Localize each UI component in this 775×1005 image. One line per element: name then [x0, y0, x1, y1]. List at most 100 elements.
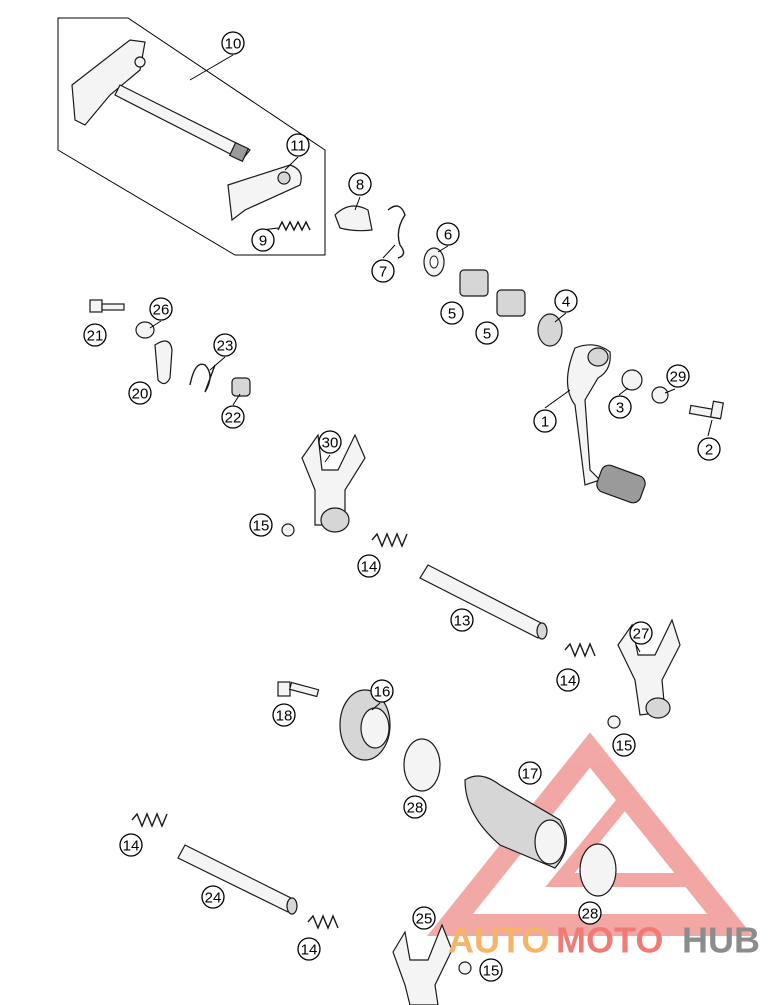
spring-14d — [307, 914, 339, 930]
callout-circle — [578, 901, 602, 925]
callout-c10: 10 — [221, 31, 245, 55]
callout-label: 22 — [225, 410, 242, 427]
callout-c14c: 14 — [119, 833, 143, 857]
callout-circle — [221, 31, 245, 55]
spring-14c — [131, 812, 168, 828]
bolt-2 — [688, 400, 725, 420]
spring-14b — [564, 642, 596, 658]
callout-label: 2 — [705, 442, 713, 459]
shift-rod-13 — [419, 564, 548, 640]
callout-circle — [518, 761, 542, 785]
callout-label: 18 — [276, 708, 293, 725]
ratchet-part — [334, 205, 373, 232]
callout-c17: 17 — [518, 761, 542, 785]
callout-label: 10 — [225, 36, 242, 53]
callout-label: 11 — [290, 138, 306, 155]
callout-circle — [479, 958, 503, 982]
drum-locating-16 — [339, 689, 391, 761]
callout-c27: 27 — [629, 621, 653, 645]
callout-c3: 3 — [608, 395, 632, 419]
callout-c7: 7 — [371, 259, 395, 283]
callout-circle — [370, 679, 394, 703]
lock-washer-29 — [651, 386, 669, 404]
shift-rod-24 — [177, 844, 298, 915]
bolt-21 — [89, 299, 125, 313]
callout-label: 9 — [259, 233, 267, 250]
callout-circle — [440, 301, 464, 325]
shift-shaft-part — [71, 39, 251, 163]
callout-c9: 9 — [251, 228, 275, 252]
callout-c4: 4 — [554, 289, 578, 313]
callout-c13: 13 — [450, 608, 474, 632]
callout-circle — [128, 381, 152, 405]
callout-label: 25 — [416, 911, 433, 928]
callout-label: 13 — [454, 613, 471, 630]
small-spring-part — [277, 220, 311, 232]
callout-label: 20 — [132, 386, 149, 403]
callout-c18: 18 — [272, 703, 296, 727]
callout-circle — [412, 906, 436, 930]
callout-c15b: 15 — [612, 733, 636, 757]
callout-circle — [450, 608, 474, 632]
callout-label: 6 — [444, 227, 452, 244]
callout-label: 16 — [374, 684, 391, 701]
callout-c15a: 15 — [249, 513, 273, 537]
callout-label: 7 — [379, 264, 387, 281]
callout-c5a: 5 — [440, 301, 464, 325]
callout-circle — [286, 133, 310, 157]
callout-circle — [83, 323, 107, 347]
shift-fork-25 — [392, 923, 453, 1005]
pin-15b — [607, 715, 621, 729]
callout-c22: 22 — [221, 405, 245, 429]
callout-label: 14 — [301, 942, 318, 959]
callout-c21: 21 — [83, 323, 107, 347]
callout-c29: 29 — [666, 364, 690, 388]
callout-circle — [533, 409, 557, 433]
callout-label: 28 — [582, 906, 599, 923]
callout-circle — [403, 795, 427, 819]
callout-circle — [149, 297, 173, 321]
callout-group: 1234556789101113141414141515151617182021… — [83, 31, 721, 982]
callout-label: 30 — [322, 435, 339, 452]
pin-15c — [458, 961, 472, 975]
bushing-22 — [231, 377, 251, 397]
callout-c14a: 14 — [357, 554, 381, 578]
torsion-spring-7 — [387, 205, 406, 259]
callout-label: 5 — [448, 306, 456, 323]
callout-label: 5 — [483, 326, 491, 343]
callout-label: 24 — [205, 890, 222, 907]
pin-15a — [281, 523, 295, 537]
callout-circle — [251, 228, 275, 252]
callout-circle — [272, 703, 296, 727]
callout-c1: 1 — [533, 409, 557, 433]
callout-label: 14 — [123, 838, 140, 855]
callout-circle — [201, 885, 225, 909]
callout-c28b: 28 — [578, 901, 602, 925]
callout-circle — [629, 621, 653, 645]
callout-circle — [436, 222, 460, 246]
shift-shaft-subassembly-frame — [57, 17, 326, 256]
callout-c6: 6 — [436, 222, 460, 246]
callout-circle — [348, 172, 372, 196]
callout-c11: 11 — [286, 133, 310, 157]
callout-c16: 16 — [370, 679, 394, 703]
callout-circle — [554, 289, 578, 313]
callout-c2: 2 — [697, 437, 721, 461]
callout-c24: 24 — [201, 885, 225, 909]
callout-label: 8 — [356, 177, 364, 194]
callout-c23: 23 — [213, 333, 237, 357]
callout-label: 29 — [670, 369, 687, 386]
spring-23 — [189, 363, 216, 393]
bolt-18 — [277, 681, 320, 698]
lever-20 — [154, 340, 173, 385]
callout-circle — [297, 937, 321, 961]
bearing-28a — [403, 738, 441, 792]
callout-circle — [666, 364, 690, 388]
callout-label: 15 — [616, 738, 633, 755]
spring-14a — [371, 532, 408, 548]
callout-label: 28 — [407, 800, 424, 817]
watermark-text: AUTO MOTO HUB — [448, 920, 760, 961]
washer-6-hole — [429, 255, 439, 269]
callout-circle — [371, 259, 395, 283]
